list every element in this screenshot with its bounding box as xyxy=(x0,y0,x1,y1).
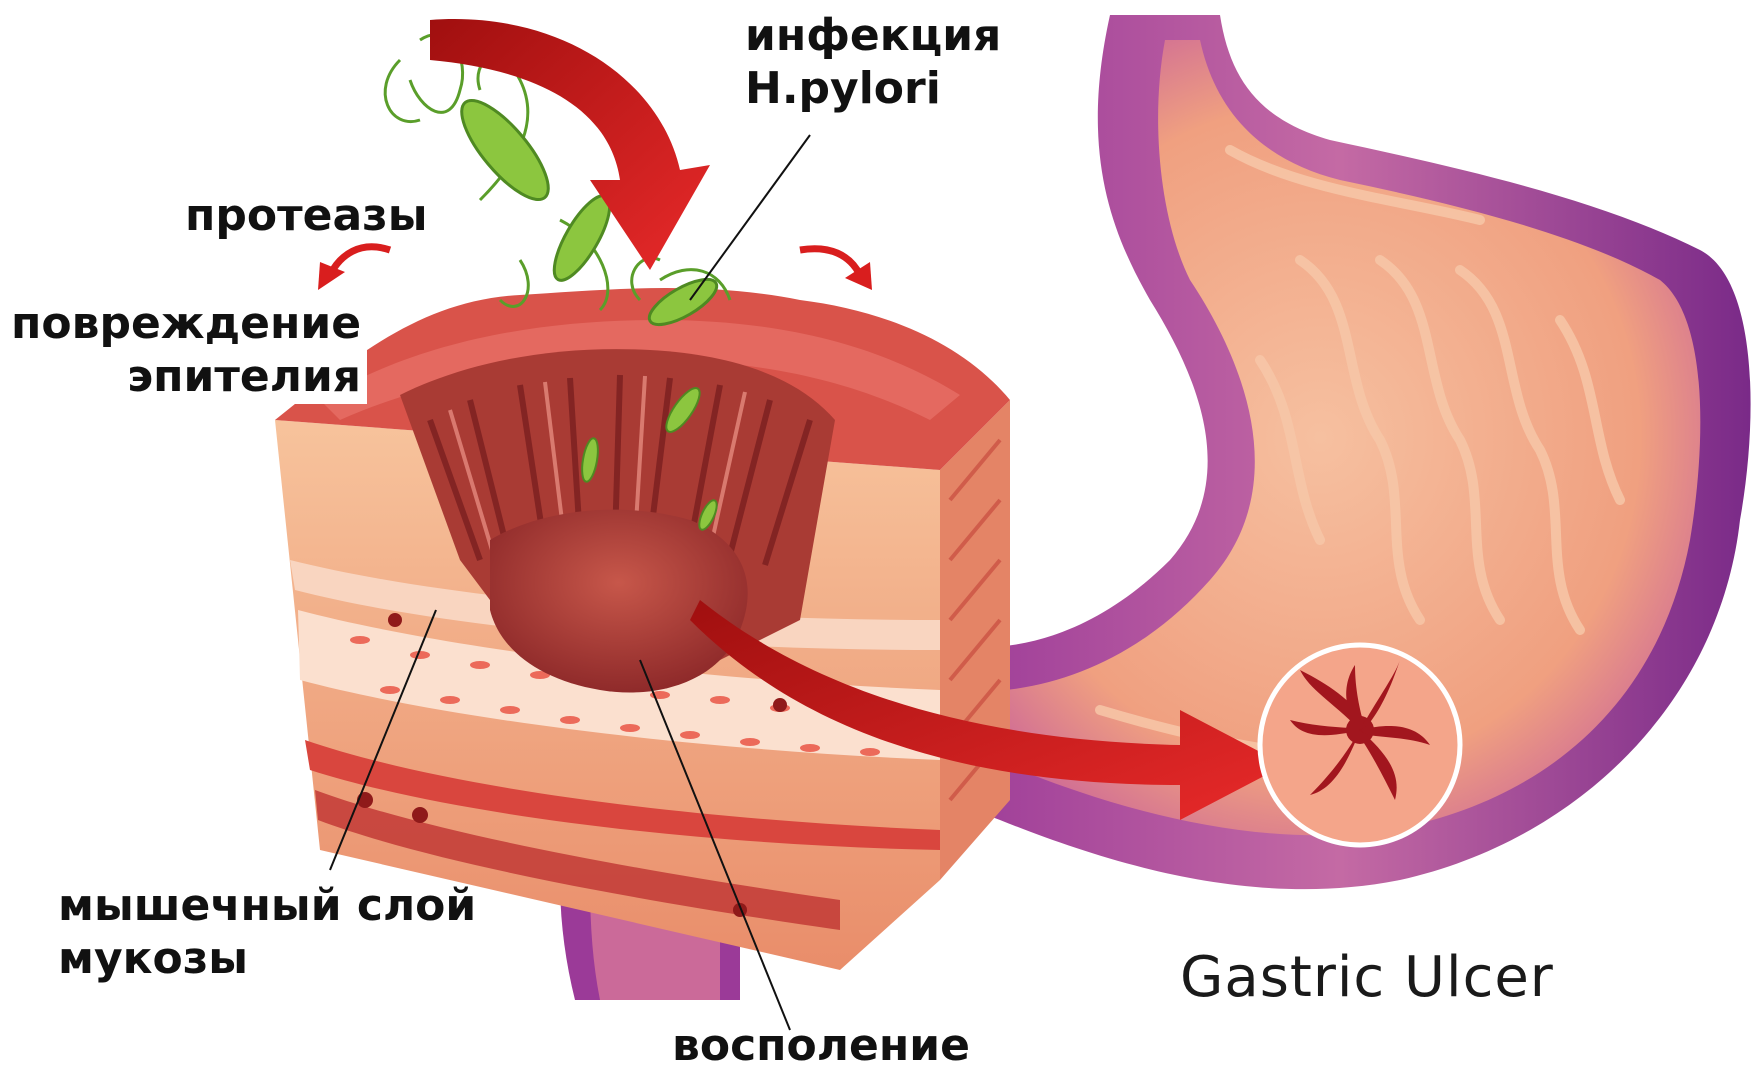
label-infection-line2: H.pylori xyxy=(745,63,1001,116)
label-proteases: протеазы xyxy=(185,190,428,243)
tissue-block xyxy=(275,288,1010,970)
label-epithelium-damage: повреждение эпителия xyxy=(5,298,367,404)
label-muscle-layer-line1: мышечный слой xyxy=(58,880,476,933)
label-muscle-layer: мышечный слой мукозы xyxy=(58,880,476,986)
label-inflammation: восполение xyxy=(672,1020,970,1073)
label-epithelium-damage-line2: эпителия xyxy=(11,351,361,404)
label-infection-line1: инфекция xyxy=(745,10,1001,63)
label-epithelium-damage-line1: повреждение xyxy=(11,298,361,351)
label-infection: инфекция H.pylori xyxy=(745,10,1001,116)
proteases-arrow-right xyxy=(800,249,860,275)
label-muscle-layer-line2: мукозы xyxy=(58,933,476,986)
ulcer-inset xyxy=(1260,645,1460,845)
caption-gastric-ulcer: Gastric Ulcer xyxy=(1180,945,1554,1010)
